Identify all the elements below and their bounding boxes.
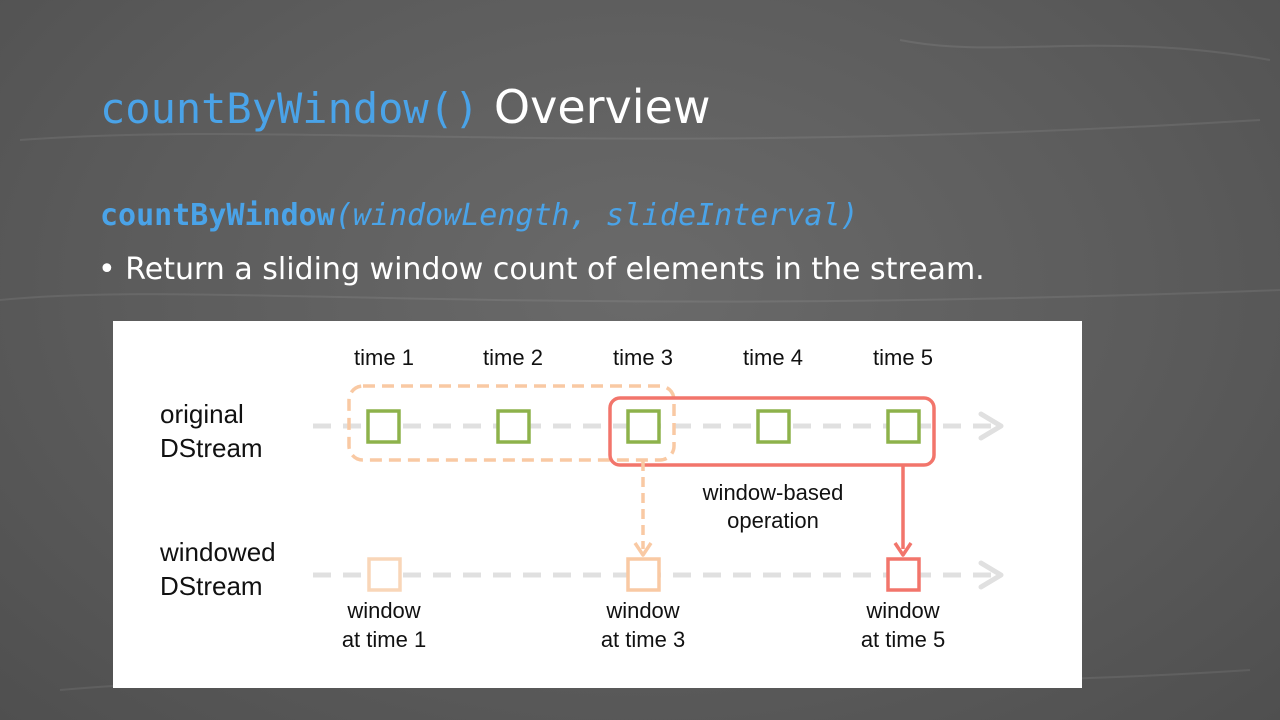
windowed-box-time-5 xyxy=(886,557,921,592)
rdd-box-time-2 xyxy=(496,409,531,444)
window-diagram: time 1 time 2 time 3 time 4 time 5 origi… xyxy=(159,345,1004,652)
windowed-box-time-3 xyxy=(626,557,661,592)
original-dstream-label-line2: DStream xyxy=(160,433,263,463)
window-caption-3-line1: window xyxy=(605,598,679,623)
slide-title: countByWindow() Overview xyxy=(100,80,711,136)
bullet-marker: • xyxy=(98,252,116,287)
time-label-3: time 3 xyxy=(613,345,673,370)
rdd-box-time-5 xyxy=(886,409,921,444)
time-label-5: time 5 xyxy=(873,345,933,370)
bullet-text: Return a sliding window count of element… xyxy=(125,252,985,287)
windowed-box-time-1 xyxy=(367,557,402,592)
function-signature: countByWindow(windowLength, slideInterva… xyxy=(100,196,859,236)
rdd-box-time-4 xyxy=(756,409,791,444)
original-dstream-label-line1: original xyxy=(160,399,244,429)
signature-function-name: countByWindow xyxy=(100,198,335,233)
original-stream-arrowhead xyxy=(978,411,1004,441)
operation-label-line2: operation xyxy=(727,508,819,533)
signature-open-paren: ( xyxy=(334,198,353,233)
window-caption-5-line1: window xyxy=(865,598,939,623)
window-caption-3-line2: at time 3 xyxy=(601,627,685,652)
window-time-3-arrowhead xyxy=(633,542,653,557)
signature-arguments: windowLength, slideInterval xyxy=(352,198,841,233)
windowed-dstream-label-line1: windowed xyxy=(159,537,276,567)
rdd-box-time-1 xyxy=(366,409,401,444)
window-caption-1-line2: at time 1 xyxy=(342,627,426,652)
window-time-3-outline xyxy=(347,384,676,462)
windowed-stream-arrowhead xyxy=(978,560,1004,590)
title-text: Overview xyxy=(493,80,711,134)
windowed-dstream-label-line2: DStream xyxy=(160,571,263,601)
signature-close-paren: ) xyxy=(840,198,859,233)
time-label-1: time 1 xyxy=(354,345,414,370)
rdd-box-time-3 xyxy=(626,409,661,444)
window-caption-1-line1: window xyxy=(346,598,420,623)
time-label-2: time 2 xyxy=(483,345,543,370)
window-time-5-arrowhead xyxy=(893,542,913,557)
bullet-point: • Return a sliding window count of eleme… xyxy=(98,250,985,290)
operation-label-line1: window-based xyxy=(702,480,844,505)
diagram-panel: time 1 time 2 time 3 time 4 time 5 origi… xyxy=(113,321,1082,688)
title-function-name: countByWindow() xyxy=(100,84,480,133)
window-caption-5-line2: at time 5 xyxy=(861,627,945,652)
window-time-5-outline xyxy=(608,396,936,467)
time-label-4: time 4 xyxy=(743,345,803,370)
